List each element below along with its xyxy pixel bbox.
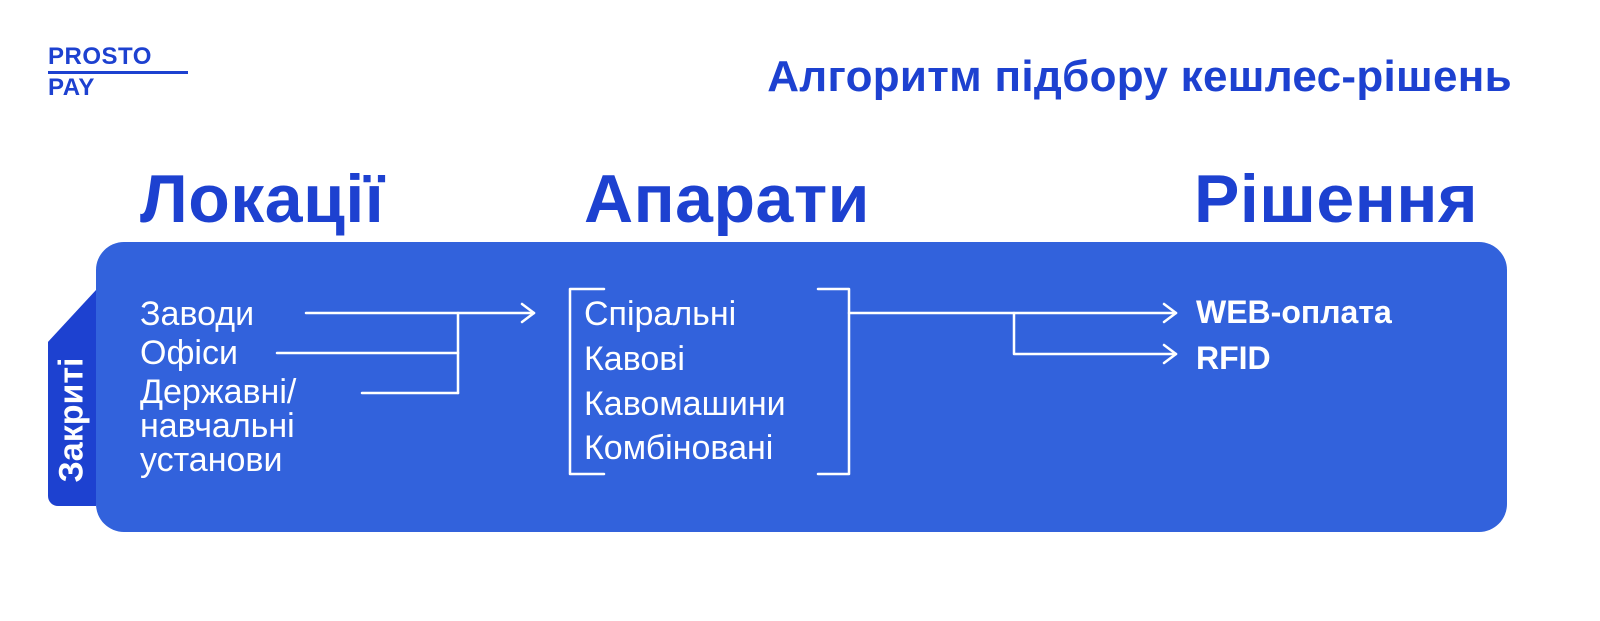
bracket-right	[816, 287, 851, 476]
arrowhead-web	[1162, 302, 1178, 324]
location-public-line-3: установи	[140, 441, 283, 479]
prostopay-logo: PROSTO PAY	[48, 44, 188, 102]
arrowhead-rfid	[1162, 343, 1178, 365]
device-coffee: Кавові	[584, 340, 685, 378]
bracket-left	[568, 287, 606, 476]
connector-to-rfid	[1012, 311, 1178, 356]
location-public-line-1: Державні/	[140, 373, 297, 411]
device-coffee-machines: Кавомашини	[584, 385, 786, 423]
diagram-panel	[96, 242, 1507, 532]
solution-rfid: RFID	[1196, 340, 1271, 376]
logo-line-1: PROSTO	[48, 44, 188, 74]
logo-line-2: PAY	[48, 74, 95, 101]
location-offices: Офіси	[140, 334, 238, 372]
device-spiral: Спіральні	[584, 295, 737, 333]
page-title: Алгоритм підбору кешлес-рішень	[767, 52, 1512, 101]
column-heading-solutions: Рішення	[1194, 161, 1479, 237]
device-combined: Комбіновані	[584, 429, 774, 467]
column-heading-devices: Апарати	[584, 161, 870, 237]
column-heading-locations: Локації	[140, 161, 385, 237]
location-factories: Заводи	[140, 295, 255, 333]
location-public-line-2: навчальні	[140, 407, 295, 445]
solution-web-payment: WEB-оплата	[1196, 294, 1392, 330]
arrowhead-to-devices	[520, 302, 536, 324]
